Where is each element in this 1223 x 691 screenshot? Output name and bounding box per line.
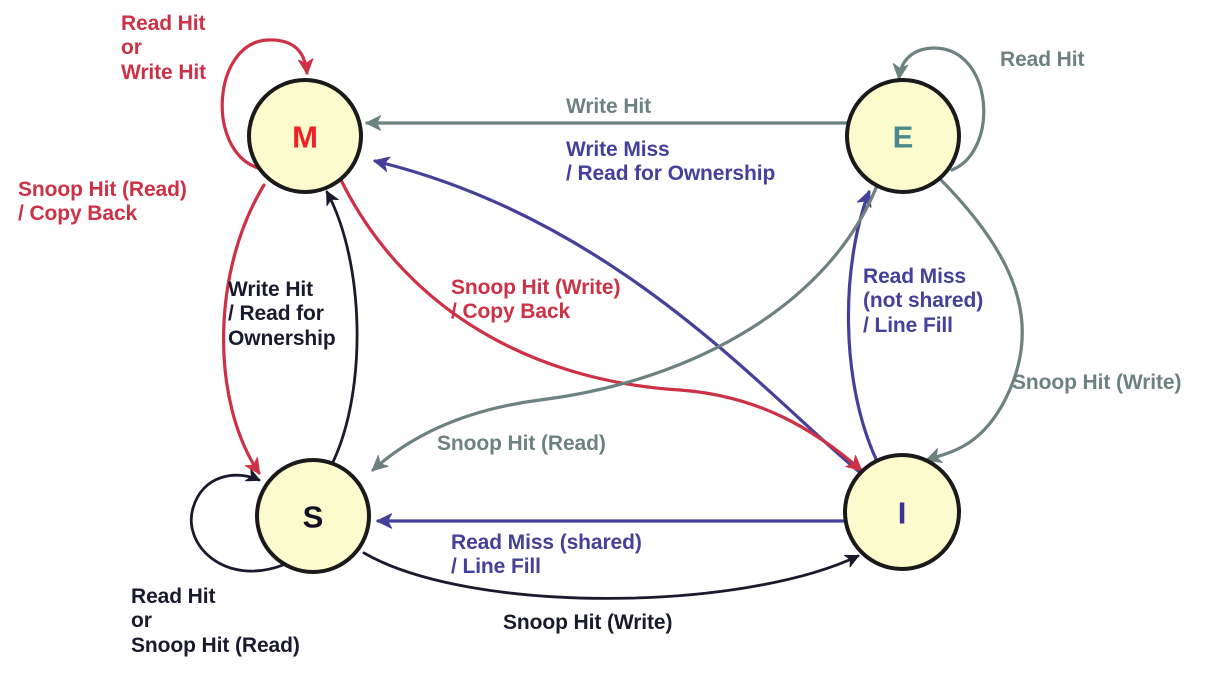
label-e-to-i: Snoop Hit (Write)	[1012, 371, 1182, 394]
edge-m-to-s	[222, 183, 266, 475]
edge-e-self-loop	[892, 46, 986, 172]
label-e-to-m: Write Hit	[566, 95, 652, 118]
node-m[interactable]: M	[247, 78, 363, 194]
edge-s-self-loop	[190, 468, 285, 573]
label-e-to-s: Snoop Hit (Read)	[437, 432, 606, 455]
label-m-to-s: Snoop Hit (Read) / Copy Back	[18, 178, 187, 226]
label-i-to-s: Read Miss (shared) / Line Fill	[451, 531, 642, 579]
edge-m-self-loop	[220, 38, 314, 170]
edge-s-to-i	[362, 551, 860, 600]
label-i-to-e: Read Miss (not shared) / Line Fill	[863, 265, 984, 337]
label-m-to-i: Snoop Hit (Write) / Copy Back	[451, 276, 621, 324]
label-m-self-loop: Read Hit or Write Hit	[121, 12, 207, 84]
node-i[interactable]: I	[843, 453, 961, 571]
svg-text:E: E	[893, 120, 914, 155]
svg-text:M: M	[292, 120, 318, 155]
label-s-to-m: Write Hit / Read for Ownership	[228, 278, 336, 350]
label-s-to-i: Snoop Hit (Write)	[503, 611, 673, 634]
label-e-self-loop: Read Hit	[1000, 48, 1085, 71]
node-s[interactable]: S	[255, 458, 371, 574]
edge-e-to-i	[925, 178, 1024, 463]
svg-text:S: S	[303, 500, 324, 535]
label-i-to-m: Write Miss / Read for Ownership	[566, 138, 776, 186]
svg-text:I: I	[898, 496, 907, 531]
edge-s-to-m	[325, 190, 359, 464]
label-s-self-loop: Read Hit or Snoop Hit (Read)	[131, 585, 300, 657]
edge-m-to-i	[339, 178, 863, 472]
node-e[interactable]: E	[845, 78, 961, 194]
edge-e-to-s	[371, 186, 878, 472]
